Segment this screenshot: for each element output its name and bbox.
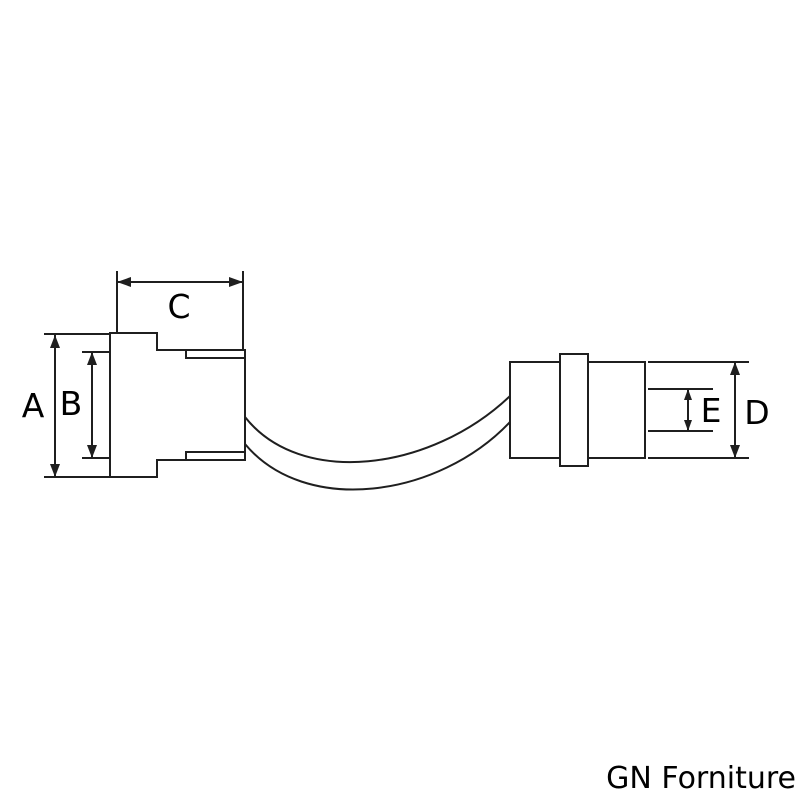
dimension-e-arrow-top (684, 389, 692, 400)
dimension-label-b: B (60, 384, 83, 423)
cable-lower-line (243, 420, 512, 491)
dimension-e-arrow-bottom (684, 420, 692, 431)
dimension-label-e: E (701, 391, 722, 430)
dimension-b-arrow-bottom (87, 445, 97, 458)
dimension-c: C (116, 271, 244, 350)
brand-text: GN Forniture (606, 761, 796, 796)
dimension-a-arrow-bottom (50, 464, 60, 477)
cable-upper-line (243, 394, 512, 464)
cable (243, 394, 512, 491)
dimension-a: A (22, 333, 109, 478)
dimension-label-d: D (744, 393, 769, 432)
dimension-label-a: A (22, 386, 45, 425)
left-connector (109, 332, 246, 478)
dimension-c-arrow-left (117, 277, 131, 287)
dimension-e: E (648, 388, 722, 432)
dimension-label-c: C (167, 287, 190, 326)
right-connector (509, 353, 646, 467)
dimension-b-arrow-top (87, 352, 97, 365)
right-connector-clip (559, 353, 589, 467)
dimension-d-arrow-top (730, 362, 740, 375)
dimension-d: D (648, 361, 770, 459)
dimension-c-arrow-right (229, 277, 243, 287)
dimension-d-arrow-bottom (730, 445, 740, 458)
dimension-a-arrow-top (50, 335, 60, 348)
dimension-b: B (60, 351, 109, 459)
left-connector-outline (109, 332, 246, 478)
